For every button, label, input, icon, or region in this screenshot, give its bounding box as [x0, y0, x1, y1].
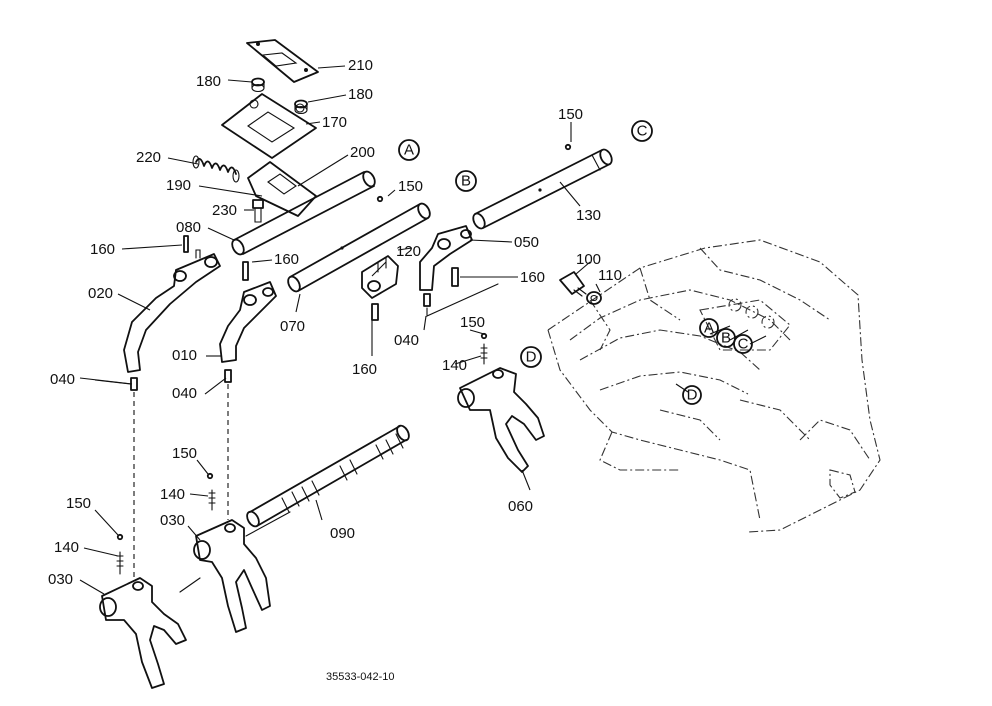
label-030-upper: 030: [160, 512, 185, 529]
ref-d-housing: D: [687, 387, 698, 404]
ref-a-housing: A: [704, 320, 714, 337]
fork-shaft-090: [246, 424, 410, 528]
label-180-left: 180: [196, 73, 221, 90]
small-parts: [116, 143, 572, 575]
label-150-center: 150: [172, 445, 197, 462]
label-140-right: 140: [442, 357, 467, 374]
cover-plate-210: [246, 39, 319, 83]
fork-060: [457, 367, 545, 473]
label-170: 170: [322, 114, 347, 131]
label-150-mid: 150: [398, 178, 423, 195]
shift-arm-010: [219, 281, 277, 363]
label-040-center: 040: [172, 385, 197, 402]
label-140-left: 140: [54, 539, 79, 556]
ref-b-rod: B: [461, 173, 471, 190]
shift-arm-050: [419, 225, 473, 291]
label-190: 190: [166, 177, 191, 194]
ref-b-housing: B: [721, 330, 731, 347]
label-020: 020: [88, 285, 113, 302]
label-090: 090: [330, 525, 355, 542]
label-180-right: 180: [348, 86, 373, 103]
label-110: 110: [598, 267, 622, 284]
label-120: 120: [396, 243, 421, 260]
label-030-lower: 030: [48, 571, 73, 588]
shift-rod-130: [472, 148, 613, 230]
label-040-left: 040: [50, 371, 75, 388]
bracket-plate-200: [247, 161, 317, 217]
ref-c-housing: C: [738, 336, 749, 353]
ref-d-fork: D: [526, 349, 537, 366]
ref-c-rod: C: [637, 123, 648, 140]
label-160-left: 160: [90, 241, 115, 258]
nut-180-right: [294, 99, 308, 115]
block-120: [361, 255, 399, 299]
fork-030-lower: [99, 577, 187, 689]
spring-220: [192, 155, 240, 183]
label-210: 210: [348, 57, 373, 74]
shift-rod-070: [287, 202, 431, 293]
circle-refs: A B C D A B C D: [398, 120, 753, 405]
label-100: 100: [576, 251, 601, 268]
label-080: 080: [176, 219, 201, 236]
label-050: 050: [514, 234, 539, 251]
figure-code: 35533-042-10: [326, 671, 395, 683]
part-labels: 210 180 180 170 220 200 190 150 230 080 …: [48, 57, 622, 588]
label-200: 200: [350, 144, 375, 161]
leader-lines: [79, 65, 767, 595]
shift-rod-080: [231, 170, 376, 256]
label-040-mid: 040: [394, 332, 419, 349]
ref-a-rod: A: [404, 142, 414, 159]
nut-180-left: [251, 77, 265, 93]
label-140-center: 140: [160, 486, 185, 503]
label-160-mid: 160: [274, 251, 299, 268]
label-230: 230: [212, 202, 237, 219]
label-060: 060: [508, 498, 533, 515]
label-070: 070: [280, 318, 305, 335]
bolt-230: [252, 199, 264, 223]
transmission-housing: [547, 239, 881, 533]
label-160-bottom: 160: [352, 361, 377, 378]
fork-030-upper: [193, 519, 271, 633]
label-150-right: 150: [460, 314, 485, 331]
label-150-left: 150: [66, 495, 91, 512]
plug-100: [559, 271, 587, 297]
label-010: 010: [172, 347, 197, 364]
label-220: 220: [136, 149, 161, 166]
label-130: 130: [576, 207, 601, 224]
washer-110: [586, 291, 602, 305]
label-150-top: 150: [558, 106, 583, 123]
shift-arm-020: [123, 249, 221, 373]
alignment-lines: [133, 283, 499, 593]
gasket-plate-170: [221, 93, 317, 159]
label-160-right: 160: [520, 269, 545, 286]
